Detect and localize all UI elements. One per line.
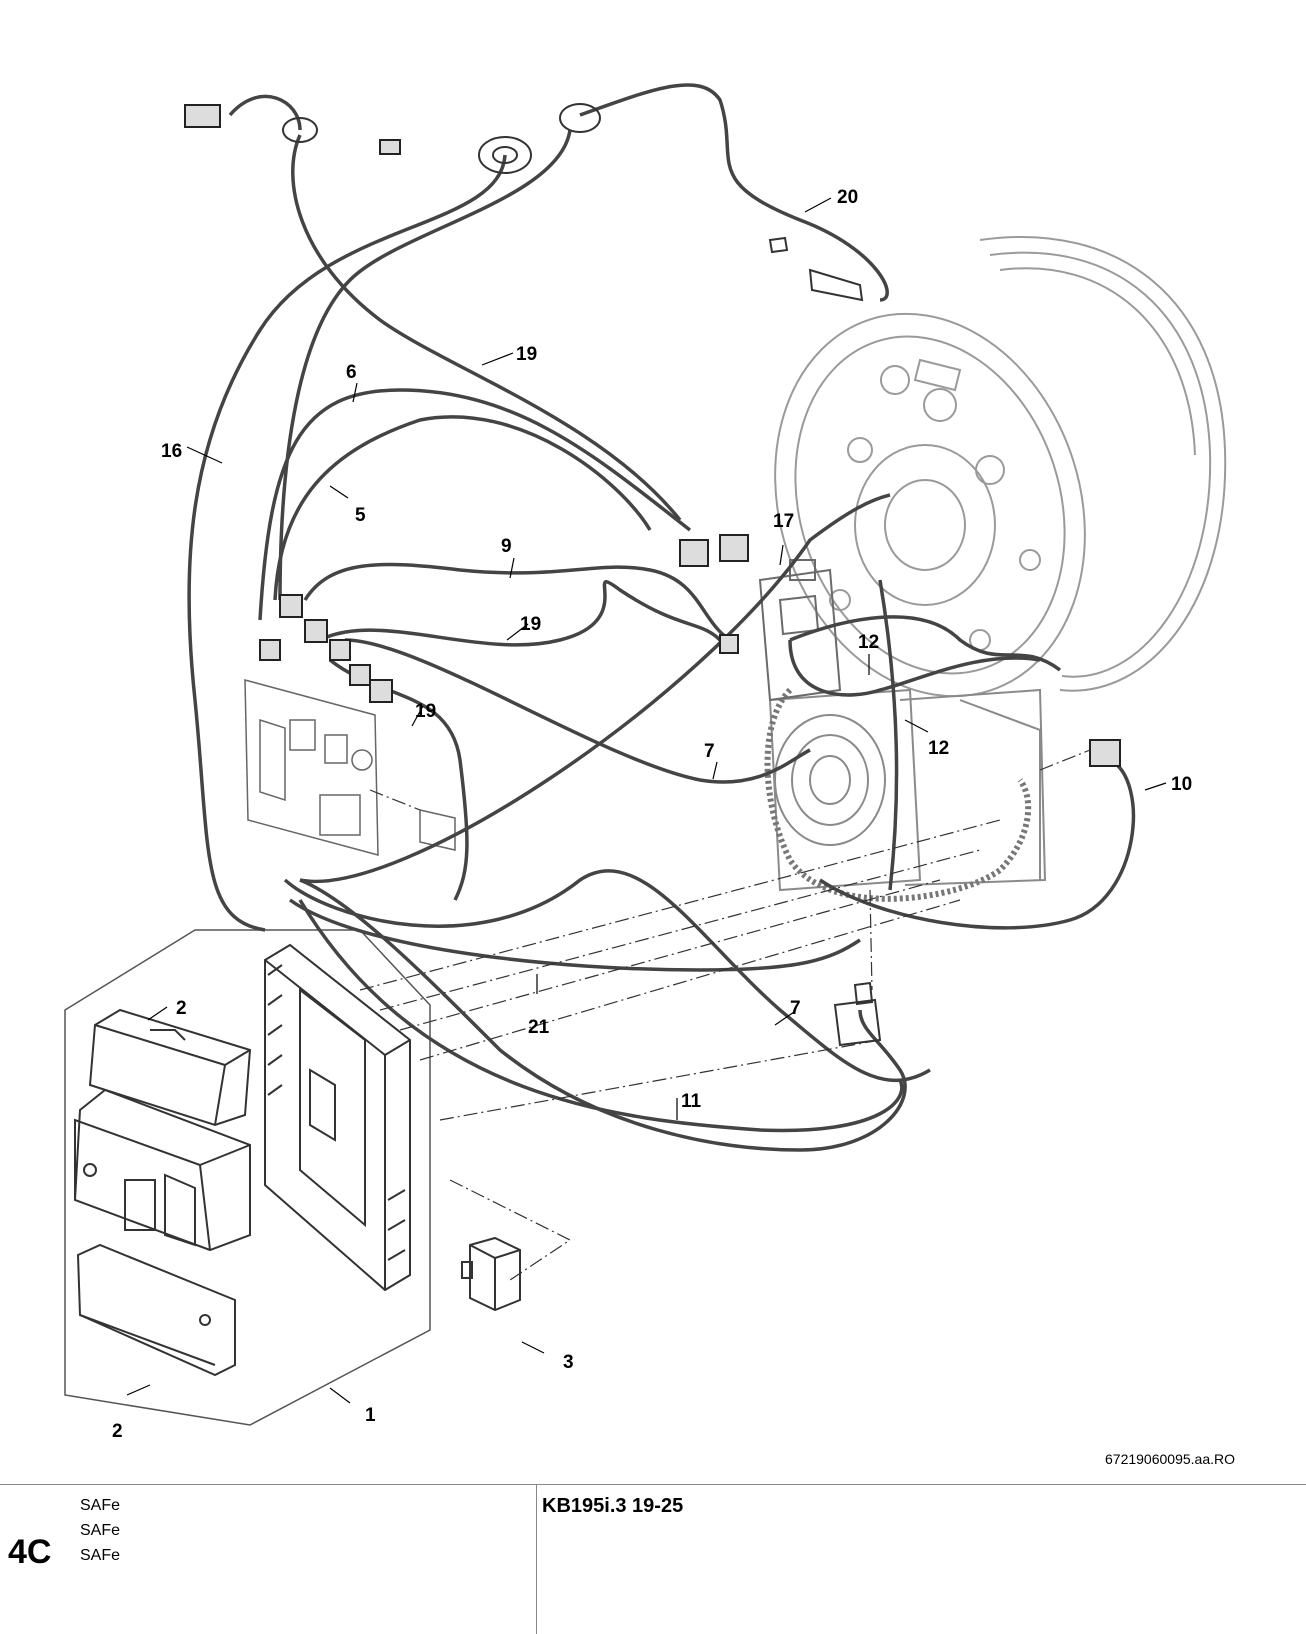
document-id: 67219060095.aa.RO (1105, 1451, 1235, 1467)
corrugated-hose (764, 687, 1032, 902)
callout-5: 5 (355, 505, 366, 526)
footer-divider (536, 1485, 537, 1634)
footer-line: SAFe (80, 1497, 121, 1514)
footer-lines: SAFe SAFe SAFe (80, 1493, 120, 1568)
callout-6: 6 (346, 362, 357, 383)
callout-3: 3 (563, 1352, 574, 1373)
gas-valve (758, 559, 842, 702)
callout-10: 9 (501, 536, 512, 557)
leader-lines (126, 197, 1167, 1404)
cover-top (88, 1008, 252, 1127)
sensor-20 (768, 236, 864, 302)
callout-21: 21 (528, 1017, 550, 1038)
cover-bottom (76, 1243, 236, 1377)
model-name: KB195i.3 19-25 (542, 1495, 684, 1517)
grommets (282, 103, 601, 174)
back-frame (264, 943, 411, 1292)
callout-12-top: 12 (858, 632, 879, 653)
callout-labels: 20 19 6 16 5 17 9 19 12 19 12 7 10 2 21 … (112, 187, 1192, 1442)
small-part-3 (461, 1236, 521, 1312)
exploded-parts-diagram: 20 19 6 16 5 17 9 19 12 19 12 7 10 2 21 … (64, 83, 1235, 1467)
callout-12-right: 12 (928, 738, 949, 759)
callout-7-lower: 11 (681, 1091, 702, 1112)
callout-19-top: 19 (516, 344, 537, 365)
callout-17: 17 (773, 511, 794, 532)
main-housing (73, 1088, 251, 1252)
page-footer: 4C SAFe SAFe SAFe KB195i.3 19-25 (0, 1484, 1306, 1634)
printed-circuit-board (244, 679, 456, 856)
callout-11: 10 (1171, 774, 1192, 795)
callout-19-mid: 19 (520, 614, 541, 635)
callout-1: 1 (365, 1405, 376, 1426)
callout-2-bottom: 2 (112, 1421, 123, 1442)
section-label: 4C (8, 1533, 52, 1571)
callout-7-upper: 7 (790, 998, 801, 1019)
pressure-switch (833, 981, 882, 1047)
footer-line: SAFe (80, 1547, 121, 1564)
callout-16: 16 (161, 441, 182, 462)
control-unit-frame (64, 929, 431, 1426)
assembly-lines (359, 749, 1091, 1281)
callout-20: 20 (837, 187, 858, 208)
fan-housing (768, 688, 1047, 892)
callout-9: 7 (704, 741, 715, 762)
connectors (184, 104, 1121, 767)
callout-2-top: 2 (176, 998, 187, 1019)
cable-harness (187, 83, 1136, 1152)
footer-line: SAFe (80, 1522, 121, 1539)
callout-19-lower: 19 (415, 701, 436, 722)
